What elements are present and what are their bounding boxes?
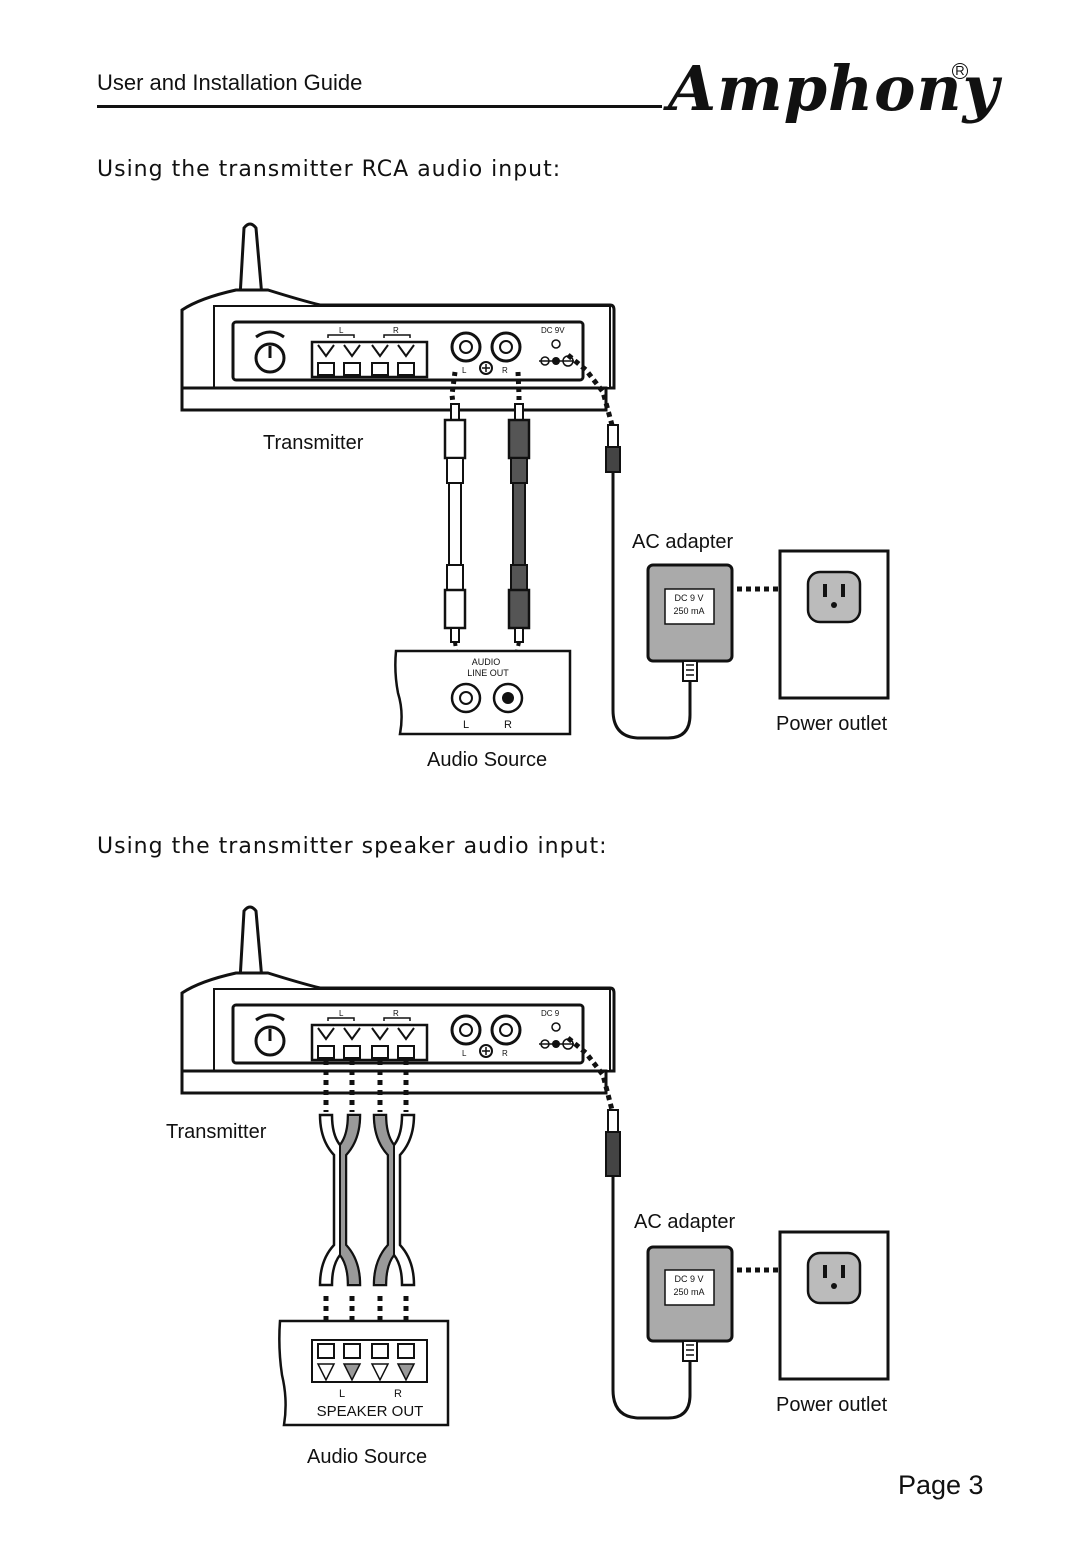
registered-mark-icon: R [952,63,968,79]
power-outlet-2 [778,1230,890,1381]
ac-adapter: DC 9 V 250 mA [646,563,734,682]
speaker-out-left-label: L [339,1388,345,1400]
page-number: Page 3 [898,1470,984,1500]
audio-source-label-2: Audio Source [307,1446,427,1468]
header-rule [97,105,662,108]
brand-logo: Amphony [668,52,1000,125]
power-outlet [778,549,890,700]
section-title-speaker: Using the transmitter speaker audio inpu… [97,834,608,859]
speaker-wires [318,1060,416,1348]
ac-adapter-label-2: AC adapter [634,1211,736,1233]
adapter-rating-voltage: DC 9 V [674,593,703,603]
panel-dc-label-2: DC 9 [541,1009,560,1018]
audio-source-device: AUDIO LINE OUT L R [394,649,572,736]
source-left-label: L [463,719,469,731]
power-outlet-label: Power outlet [776,713,888,735]
source-jack-label-line-out: LINE OUT [467,668,509,678]
transmitter-label: Transmitter [263,432,364,454]
transmitter-label-2: Transmitter [166,1121,267,1143]
rca-right-label: R [502,366,508,375]
panel-right-label-2: R [393,1009,399,1018]
panel-right-label: R [393,326,399,335]
rca-cable-right [506,371,531,689]
power-outlet-label-2: Power outlet [776,1394,888,1416]
guide-title: User and Installation Guide [97,70,363,95]
adapter-rating-current-2: 250 mA [673,1287,704,1297]
ac-adapter-2: DC 9 V 250 mA [646,1245,734,1362]
panel-left-label: L [339,326,344,335]
rca-connection-diagram: L R L R DC 9V [180,222,890,771]
source-jack-label-audio: AUDIO [472,657,501,667]
speaker-out-label: SPEAKER OUT [317,1403,424,1420]
rca-right-label-2: R [502,1049,508,1058]
section-title-rca: Using the transmitter RCA audio input: [97,157,562,182]
transmitter-unit-2: L R L R DC 9 [180,905,616,1095]
audio-source-label: Audio Source [427,749,547,771]
source-right-label: R [504,719,512,731]
ac-adapter-label: AC adapter [632,531,734,553]
rca-cable-left [443,371,467,691]
speaker-out-right-label: R [394,1388,402,1400]
panel-dc-label: DC 9V [541,326,565,335]
rca-left-label: L [462,366,467,375]
audio-source-device-2: L R SPEAKER OUT [278,1319,450,1427]
rca-left-label-2: L [462,1049,467,1058]
adapter-rating-current: 250 mA [673,606,704,616]
speaker-connection-diagram: L R L R DC 9 [166,905,890,1468]
panel-left-label-2: L [339,1009,344,1018]
adapter-rating-voltage-2: DC 9 V [674,1274,703,1284]
